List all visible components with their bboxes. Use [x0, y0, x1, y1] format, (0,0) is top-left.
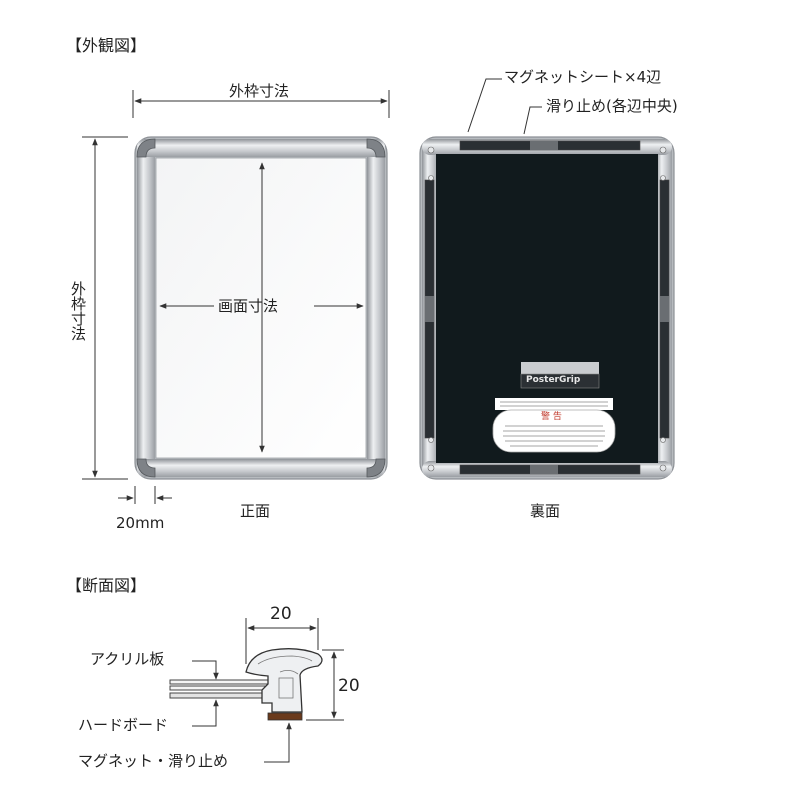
- cross-section-dimensions: [192, 618, 344, 763]
- front-dimensions: [82, 90, 390, 504]
- hardboard-label: ハードボード: [78, 716, 169, 734]
- magnet-sheet-label: マグネットシート×4辺: [504, 68, 662, 86]
- section-width-value: 20: [270, 604, 292, 624]
- nonslip-label: 滑り止め(各辺中央): [546, 97, 678, 115]
- screen-size-label: 画面寸法: [218, 297, 279, 315]
- exterior-title: 【外観図】: [66, 36, 147, 55]
- section-height-value: 20: [338, 676, 360, 696]
- frame-width-label: 20mm: [116, 514, 165, 532]
- acrylic-label: アクリル板: [90, 650, 165, 668]
- back-caption: 裏面: [530, 502, 561, 520]
- back-leaders: [467, 78, 542, 135]
- back-frame: [419, 136, 675, 480]
- warning-title: 警 告: [541, 412, 562, 422]
- cross-section-title: 【断面図】: [66, 576, 147, 595]
- cross-section-profile: [169, 648, 323, 721]
- front-caption: 正面: [240, 502, 271, 520]
- outer-height-label: 外枠寸法: [69, 278, 87, 344]
- outer-width-label: 外枠寸法: [226, 84, 293, 99]
- front-frame: [134, 136, 388, 480]
- magnet-nonslip-label: マグネット・滑り止め: [78, 752, 229, 770]
- brand-logo: PosterGrip: [526, 375, 581, 385]
